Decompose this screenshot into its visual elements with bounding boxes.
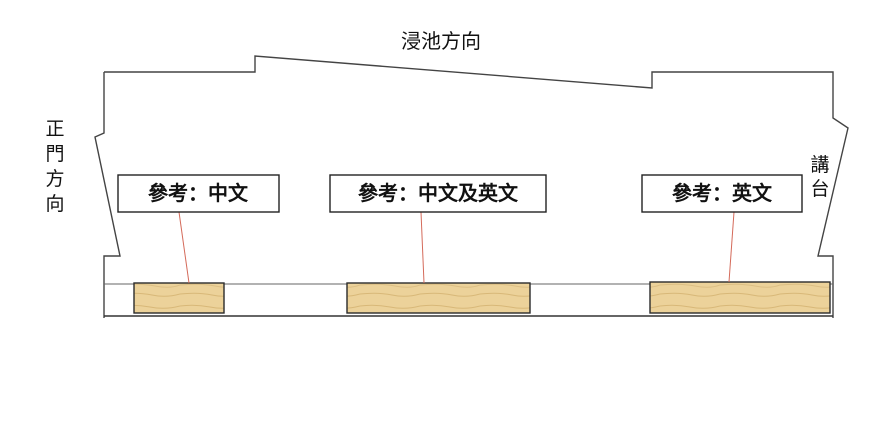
leader-line-chinese (178, 211, 190, 284)
direction-left-char-4: 向 (45, 193, 64, 215)
label-box-chinese: 參考：中文 (117, 174, 280, 213)
direction-right-char-1: 講 (810, 154, 829, 176)
direction-left-char-2: 門 (45, 143, 64, 165)
direction-top-label: 浸池方向 (401, 29, 481, 53)
leader-line-chinese-english (420, 211, 425, 284)
label-box-chinese-english: 參考：中文及英文 (329, 174, 547, 213)
room-outline (94, 55, 849, 318)
label-english: 參考：英文 (672, 181, 773, 205)
direction-right-char-2: 台 (810, 178, 829, 200)
label-box-english: 參考：英文 (641, 174, 803, 213)
label-chinese-english: 參考：中文及英文 (358, 181, 519, 205)
direction-left-label: 正 門 方 向 (45, 118, 64, 215)
bench-english (649, 281, 831, 314)
bench-chinese (133, 282, 225, 314)
direction-left-char-3: 方 (45, 168, 64, 190)
leader-line-english (728, 211, 735, 283)
direction-left-char-1: 正 (45, 118, 64, 140)
direction-right-label: 講 台 (810, 154, 829, 200)
bench-chinese-english (346, 282, 531, 314)
label-chinese: 參考：中文 (148, 181, 249, 205)
